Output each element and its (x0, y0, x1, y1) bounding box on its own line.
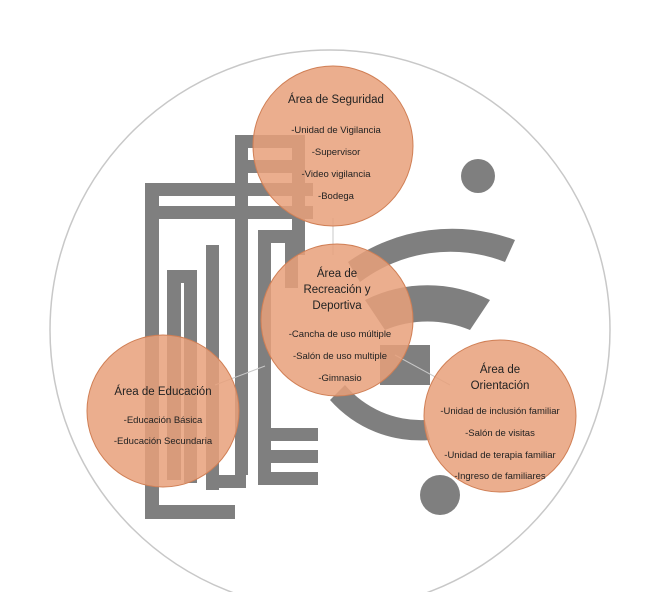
bubble-orientacion (423, 339, 577, 493)
bubble-educacion (86, 334, 240, 488)
orientacion-title-line-2: Orientación (471, 380, 530, 392)
seguridad-title-line-1: Área de Seguridad (288, 93, 384, 106)
seguridad-item-1: -Unidad de Vigilancia (291, 125, 381, 136)
educacion-label-group: Área de Educación -Educación Básica -Edu… (114, 385, 213, 447)
educacion-item-1: -Educación Básica (124, 415, 203, 426)
recreacion-item-2: -Salón de uso multiple (293, 351, 387, 362)
decorative-dot-bottom (420, 475, 460, 515)
orientacion-label-group: Área de Orientación -Unidad de inclusión… (440, 363, 559, 482)
seguridad-item-4: -Bodega (318, 191, 355, 202)
recreacion-item-1: -Cancha de uso múltiple (289, 329, 391, 340)
recreacion-title-line-2: Recreación y (303, 284, 370, 296)
orientacion-item-1: -Unidad de inclusión familiar (440, 406, 559, 417)
recreacion-title-line-1: Área de (317, 267, 357, 280)
seguridad-label-group: Área de Seguridad -Unidad de Vigilancia … (288, 93, 384, 202)
site-outline (49, 49, 611, 592)
recreacion-item-3: -Gimnasio (318, 373, 361, 384)
court-shapes (330, 228, 515, 441)
seguridad-item-2: -Supervisor (312, 147, 361, 158)
recreacion-title-line-3: Deportiva (312, 300, 362, 312)
recreacion-label-group: Área de Recreación y Deportiva -Cancha d… (289, 267, 391, 384)
bubble-recreacion (260, 243, 414, 397)
decorative-dot-top (461, 159, 495, 193)
orientacion-item-3: -Unidad de terapia familiar (444, 450, 555, 461)
orientacion-item-4: -Ingreso de familiares (454, 471, 546, 482)
orientacion-item-2: -Salón de visitas (465, 428, 535, 439)
seguridad-item-3: -Video vigilancia (301, 169, 371, 180)
educacion-item-2: -Educación Secundaria (114, 436, 213, 447)
educacion-title-line-1: Área de Educación (114, 385, 211, 398)
bubble-seguridad (252, 65, 414, 227)
orientacion-title-line-1: Área de (480, 363, 520, 376)
